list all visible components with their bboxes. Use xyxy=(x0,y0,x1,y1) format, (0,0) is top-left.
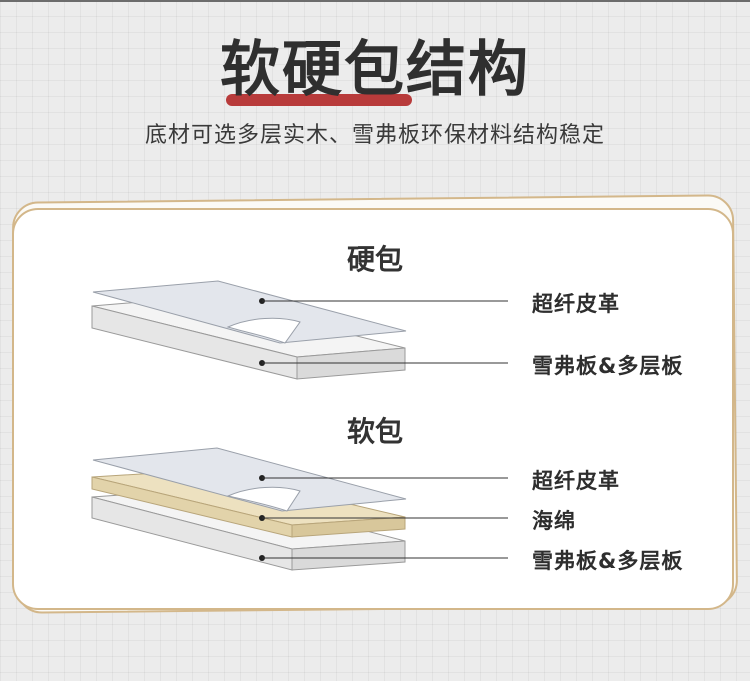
soft-board-label: 雪弗板&多层板 xyxy=(532,549,684,573)
hard-board-label: 雪弗板&多层板 xyxy=(532,354,684,378)
hard-pack-title: 硬包 xyxy=(346,243,403,276)
soft-pack-diagram xyxy=(91,447,508,571)
top-rule xyxy=(0,0,750,2)
soft-leader-lines xyxy=(259,475,508,561)
page-subtitle: 底材可选多层实木、雪弗板环保材料结构稳定 xyxy=(144,123,605,148)
title-area: 软硬包结构 xyxy=(0,28,750,112)
soft-leather-layer xyxy=(92,447,407,512)
hard-leather-layer xyxy=(92,280,407,344)
hard-leather-label: 超纤皮革 xyxy=(532,292,620,316)
soft-pack-title: 软包 xyxy=(346,415,403,448)
soft-sponge-label: 海绵 xyxy=(532,509,576,533)
hard-pack-diagram xyxy=(91,280,508,380)
hard-leader-lines xyxy=(259,298,508,366)
page-title-text: 软硬包结构 xyxy=(220,35,530,105)
page-title: 软硬包结构 xyxy=(220,28,530,112)
soft-leather-label: 超纤皮革 xyxy=(532,469,620,493)
